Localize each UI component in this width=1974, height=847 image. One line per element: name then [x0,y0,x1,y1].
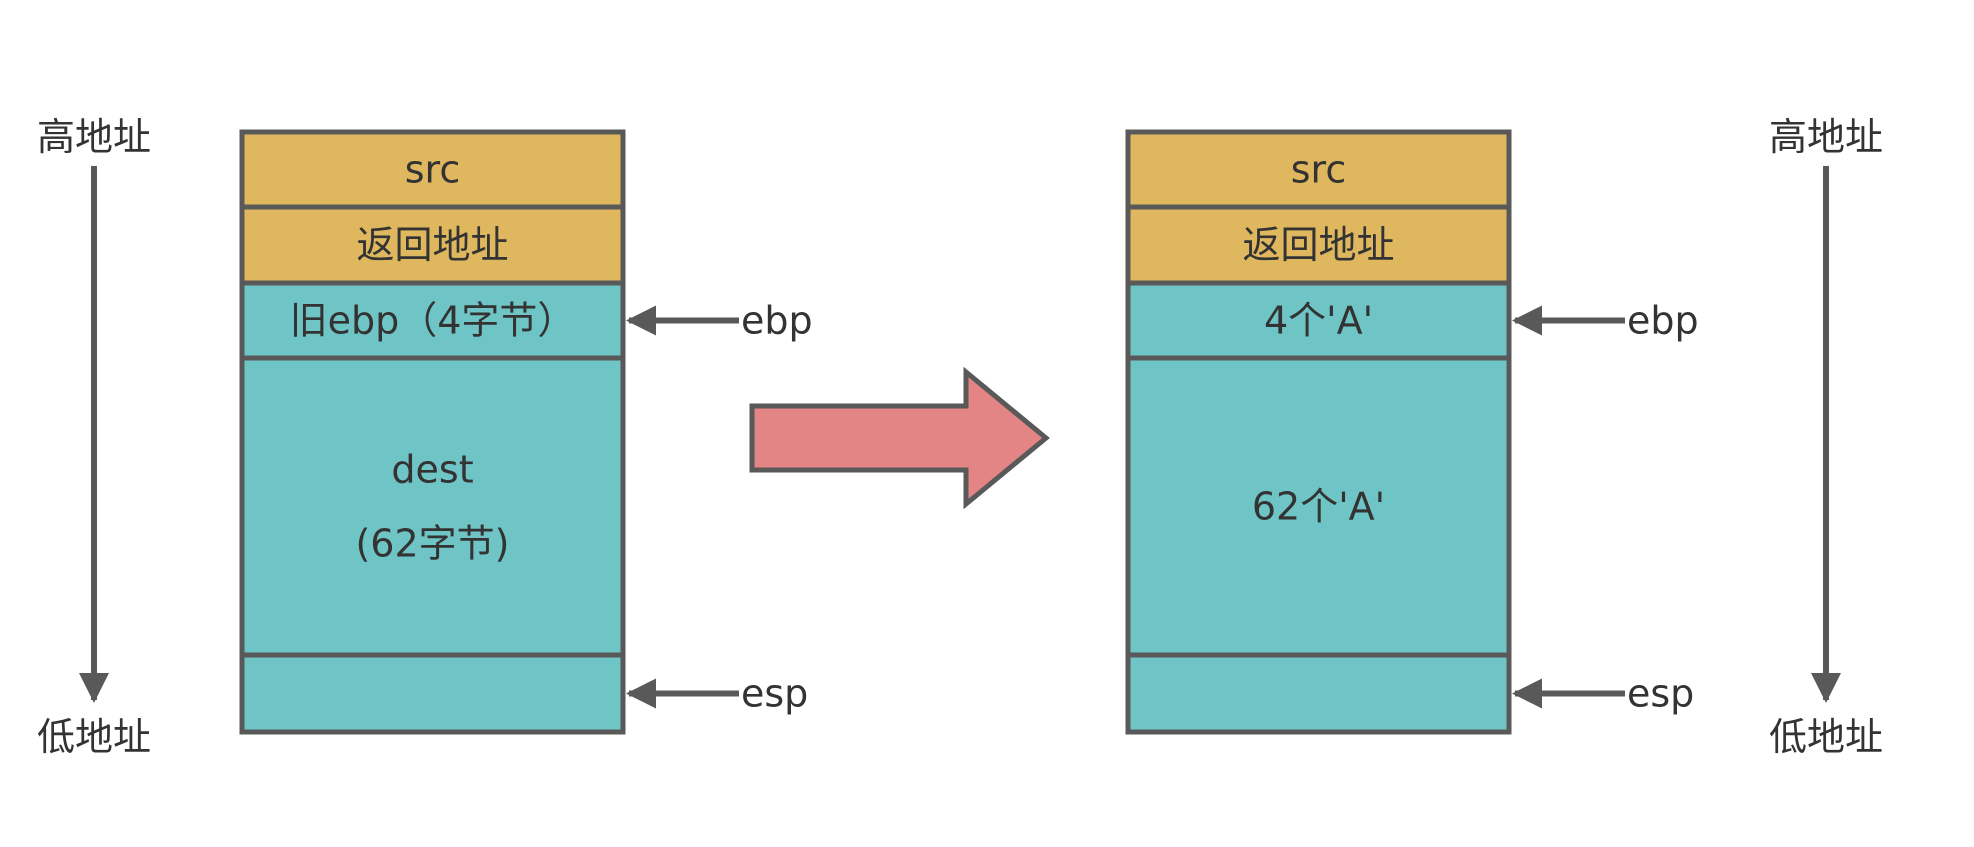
after-esp-pointer-label: esp [1627,672,1694,716]
before-cell-2 [239,280,626,361]
low-address-label-left: 低地址 [37,715,151,759]
address-direction-left: 高地址 低地址 [37,115,151,759]
address-direction-right: 高地址 低地址 [1769,115,1883,759]
before-esp-pointer-label: esp [741,672,808,716]
before-cell-1-label-0: 返回地址 [356,223,508,267]
before-cell-1 [239,204,626,286]
high-address-label-right: 高地址 [1769,115,1883,159]
after-cell-2-label-0: 4个'A' [1264,299,1373,343]
before-cell-3-label-0: dest [391,448,473,492]
before-cell-0-label-0: src [405,148,460,192]
after-cell-1 [1125,204,1512,286]
low-address-label-right: 低地址 [1769,715,1883,759]
after-cell-1-label-0: 返回地址 [1242,223,1394,267]
before-cell-3-label-1: (62字节) [355,522,509,566]
after-ebp-pointer-label: ebp [1627,299,1699,343]
transition-arrow [749,366,1050,510]
stack-after: src 返回地址 4个'A' 62个'A' ebp esp [1125,129,1699,735]
before-cell-0 [239,129,626,210]
before-cell-4 [239,652,626,735]
after-cell-3-label-0: 62个'A' [1252,485,1385,529]
before-cell-3 [239,355,626,658]
high-address-label-left: 高地址 [37,115,151,159]
after-cell-2 [1125,280,1512,361]
after-cell-0-label-0: src [1291,148,1346,192]
before-cell-2-label-0: 旧ebp（4字节） [290,299,576,343]
before-ebp-pointer-label: ebp [741,299,813,343]
after-cell-3 [1125,355,1512,658]
after-cell-4 [1125,652,1512,735]
